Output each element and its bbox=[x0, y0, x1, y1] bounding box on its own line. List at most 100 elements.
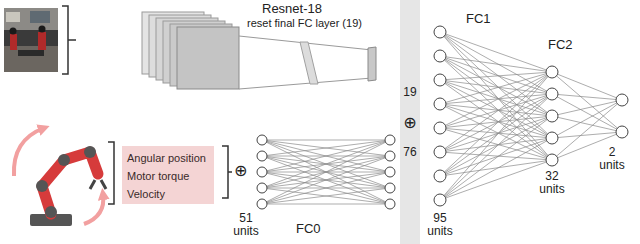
weight-line bbox=[262, 172, 390, 204]
concat-bar: 19 ⊕ 76 bbox=[400, 0, 420, 244]
weight-line bbox=[440, 72, 552, 128]
neuron bbox=[434, 146, 446, 158]
weight-line bbox=[440, 56, 552, 138]
weight-line bbox=[440, 94, 552, 176]
weight-line bbox=[262, 140, 390, 188]
neuron bbox=[546, 154, 558, 166]
neuron bbox=[257, 199, 267, 209]
weight-line bbox=[440, 94, 552, 152]
weight-line bbox=[440, 116, 552, 128]
weight-line bbox=[440, 32, 552, 138]
weight-line bbox=[440, 160, 552, 176]
neuron bbox=[257, 135, 267, 145]
weight-line bbox=[440, 32, 552, 72]
sum-symbol: ⊕ bbox=[234, 162, 247, 180]
weight-line bbox=[552, 72, 622, 100]
neuron bbox=[257, 183, 267, 193]
weight-line bbox=[440, 94, 552, 200]
unit-count: 51 units bbox=[231, 212, 261, 238]
neuron bbox=[616, 126, 628, 138]
bar-value: 19 bbox=[400, 86, 420, 100]
layer-name: FC2 bbox=[548, 38, 573, 52]
neuron bbox=[434, 50, 446, 62]
weight-line bbox=[262, 140, 390, 156]
layer-name: FC1 bbox=[466, 12, 491, 26]
neuron bbox=[434, 194, 446, 206]
bracket bbox=[108, 142, 114, 204]
weight-line bbox=[440, 138, 552, 200]
weight-line bbox=[262, 188, 390, 204]
weight-line bbox=[440, 138, 552, 152]
weight-line bbox=[552, 132, 622, 138]
feature-label: Angular position bbox=[127, 152, 206, 165]
weight-line bbox=[262, 140, 390, 172]
weight-line bbox=[262, 188, 390, 204]
weight-line bbox=[262, 140, 390, 141]
weight-line bbox=[440, 32, 552, 160]
weight-line bbox=[262, 156, 390, 204]
weight-line bbox=[440, 72, 552, 200]
resnet-stack bbox=[142, 12, 376, 89]
feature-label: Motor torque bbox=[127, 170, 189, 183]
weight-line bbox=[440, 116, 552, 176]
neuron bbox=[385, 167, 395, 177]
unit-count: 95 units bbox=[425, 212, 455, 238]
weight-line bbox=[440, 56, 552, 116]
bracket bbox=[222, 146, 232, 198]
weight-line bbox=[440, 116, 552, 200]
neuron bbox=[434, 98, 446, 110]
unit-count: 32 units bbox=[537, 170, 567, 196]
model-name: Resnet-18 bbox=[262, 2, 322, 16]
neuron bbox=[434, 122, 446, 134]
neuron bbox=[385, 151, 395, 161]
weight-line bbox=[440, 56, 552, 160]
bar-value: ⊕ bbox=[400, 114, 420, 132]
weight-line bbox=[262, 156, 390, 204]
neuron bbox=[434, 26, 446, 38]
bar-value: 76 bbox=[400, 146, 420, 160]
weight-line bbox=[440, 32, 552, 116]
neuron bbox=[257, 151, 267, 161]
robot-arm-illustration bbox=[14, 128, 106, 226]
weight-line bbox=[262, 140, 390, 204]
weight-line bbox=[440, 56, 552, 72]
weight-line bbox=[440, 80, 552, 138]
neuron bbox=[616, 94, 628, 106]
neuron bbox=[546, 132, 558, 144]
weight-line bbox=[262, 140, 390, 172]
neuron bbox=[546, 66, 558, 78]
weight-line bbox=[262, 140, 390, 156]
weight-line bbox=[262, 140, 390, 188]
feature-label: Velocity bbox=[127, 188, 165, 201]
neuron bbox=[385, 199, 395, 209]
neuron bbox=[546, 110, 558, 122]
weight-line bbox=[262, 204, 390, 205]
weight-line bbox=[552, 94, 622, 100]
weight-line bbox=[440, 80, 552, 116]
neuron bbox=[546, 88, 558, 100]
weight-line bbox=[440, 160, 552, 200]
layer-name: FC0 bbox=[296, 222, 321, 236]
lab-photo bbox=[4, 8, 58, 72]
weight-line bbox=[552, 100, 622, 138]
unit-count: 2 units bbox=[597, 146, 627, 172]
weight-line bbox=[262, 140, 390, 204]
layer-note: reset final FC layer (19) bbox=[247, 17, 362, 29]
neural-layers bbox=[257, 26, 628, 209]
weight-line bbox=[552, 72, 622, 132]
weight-line bbox=[262, 172, 390, 204]
neuron bbox=[385, 183, 395, 193]
input-feature-box: Velocity bbox=[122, 182, 214, 204]
neuron bbox=[434, 74, 446, 86]
weight-line bbox=[552, 100, 622, 116]
weight-line bbox=[440, 72, 552, 176]
weight-line bbox=[440, 72, 552, 152]
weight-line bbox=[440, 72, 552, 80]
bracket bbox=[62, 6, 76, 74]
neuron bbox=[434, 170, 446, 182]
weight-line bbox=[440, 152, 552, 160]
